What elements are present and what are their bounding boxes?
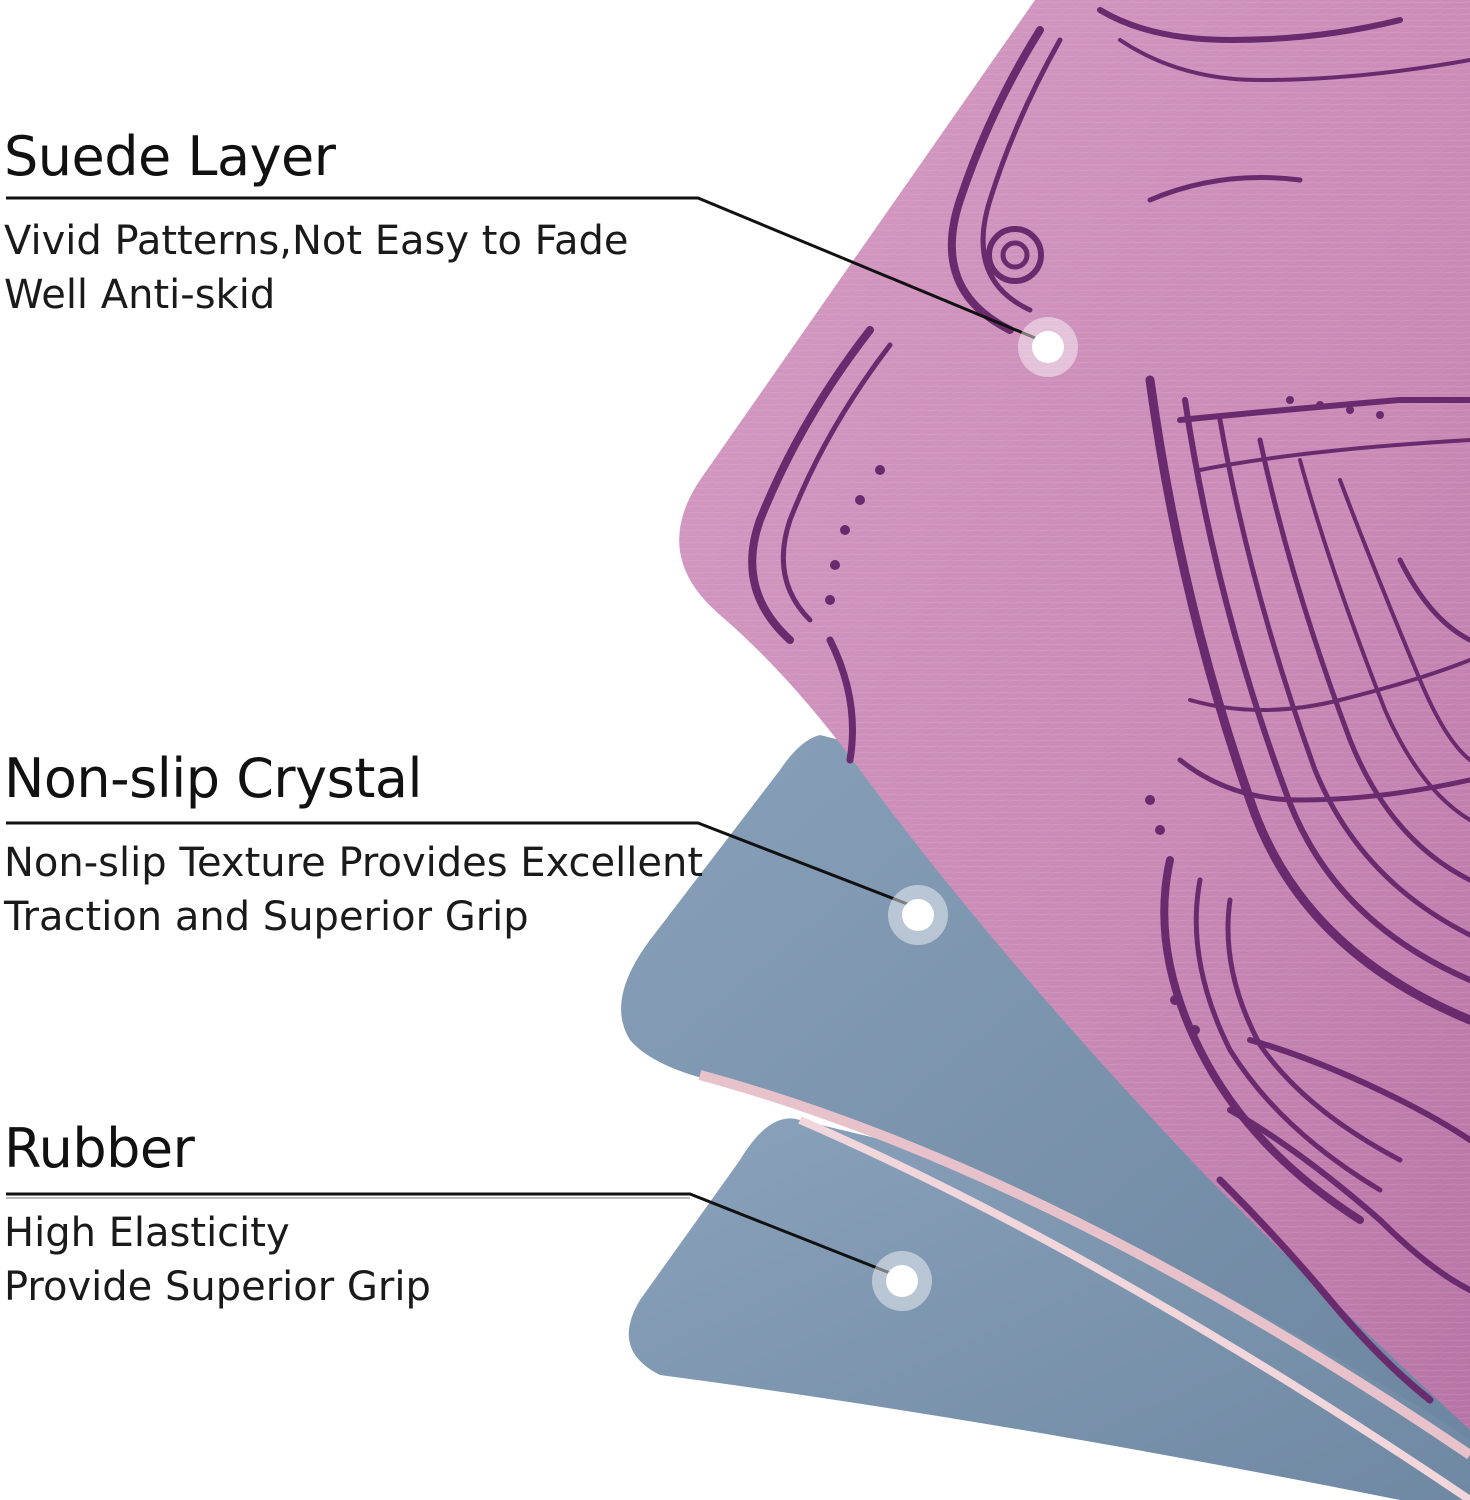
suede-layer-line-1: Vivid Patterns,Not Easy to Fade — [4, 218, 629, 264]
crystal-layer-edge — [698, 1070, 1470, 1460]
rubber-layer-line-2: Provide Superior Grip — [4, 1264, 431, 1310]
rubber-layer-title: Rubber — [4, 1117, 195, 1180]
suede-layer-title: Suede Layer — [4, 125, 336, 188]
pattern-dots — [825, 396, 1384, 1035]
suede-brush-texture — [679, 0, 1470, 1430]
crystal-layer-line-1: Non-slip Texture Provides Excellent — [4, 840, 704, 886]
suede-layer-description: Vivid Patterns,Not Easy to Fade Well Ant… — [4, 214, 628, 322]
rubber-layer-shape — [628, 1118, 1470, 1500]
mandala-pattern — [748, 7, 1470, 1404]
crystal-layer-title: Non-slip Crystal — [4, 747, 423, 810]
rubber-layer-edge — [798, 1116, 1470, 1500]
crystal-leader-line — [6, 821, 911, 907]
crystal-marker — [888, 885, 948, 945]
suede-leader-line — [6, 196, 1041, 342]
suede-layer-line-2: Well Anti-skid — [4, 272, 276, 318]
leader-lines — [6, 196, 1041, 1277]
rubber-leader-line — [6, 1192, 896, 1277]
suede-marker — [1018, 317, 1078, 377]
crystal-layer-line-2: Traction and Superior Grip — [4, 894, 529, 940]
rubber-layer-description: High Elasticity Provide Superior Grip — [4, 1206, 431, 1314]
crystal-layer-description: Non-slip Texture Provides Excellent Trac… — [4, 836, 703, 944]
rubber-marker — [872, 1251, 932, 1311]
rubber-layer-line-1: High Elasticity — [4, 1210, 290, 1256]
